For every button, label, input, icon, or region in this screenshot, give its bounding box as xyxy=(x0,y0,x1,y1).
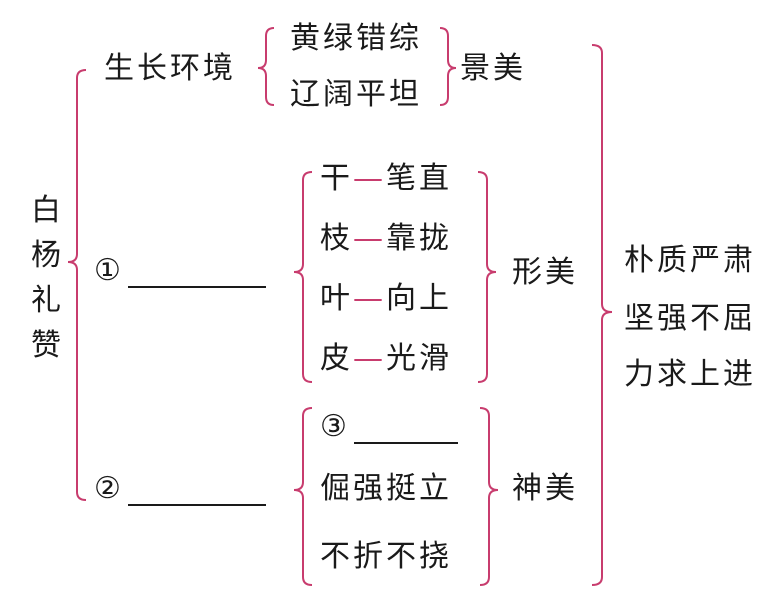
part: 叶 xyxy=(320,281,353,316)
summary-line: 朴质严肃 xyxy=(624,243,756,278)
form-pair: 枝—靠拢 xyxy=(320,222,452,256)
form-pair: 叶—向上 xyxy=(320,282,452,316)
blank-2: ② xyxy=(94,472,266,506)
spirit-item: 倔强挺立 xyxy=(320,471,452,506)
trait: 笔直 xyxy=(386,161,452,196)
title-char: 赞 xyxy=(31,328,61,363)
spirit-beauty: 神美 xyxy=(512,471,578,506)
environment-beauty: 景美 xyxy=(460,51,526,86)
dash: — xyxy=(353,281,386,316)
part: 皮 xyxy=(320,341,353,376)
dash: — xyxy=(353,221,386,256)
answer-blank xyxy=(127,266,266,288)
summary-line: 力求上进 xyxy=(624,357,756,392)
blank-3: ③ xyxy=(320,410,458,444)
trait: 光滑 xyxy=(386,341,452,376)
title-char: 白杨礼赞 xyxy=(26,188,66,368)
blank-1: ① xyxy=(94,254,266,288)
marker-2: ② xyxy=(94,471,124,506)
environment-item: 黄绿错综 xyxy=(290,21,422,56)
left-brace-spirit xyxy=(293,407,313,586)
summary-line: 坚强不屈 xyxy=(624,301,756,336)
answer-blank xyxy=(127,484,266,506)
title-char: 白 xyxy=(31,193,61,228)
title-char: 杨 xyxy=(31,238,61,273)
form-beauty: 形美 xyxy=(512,255,578,290)
form-pair: 干—笔直 xyxy=(320,162,452,196)
title-char: 礼 xyxy=(31,283,61,318)
environment-item: 辽阔平坦 xyxy=(290,77,422,112)
part: 干 xyxy=(320,161,353,196)
dash: — xyxy=(353,161,386,196)
left-brace-main xyxy=(67,69,87,501)
trait: 靠拢 xyxy=(386,221,452,256)
marker-3: ③ xyxy=(320,409,350,444)
right-brace-summary xyxy=(591,44,613,586)
environment-label: 生长环境 xyxy=(104,51,236,86)
right-brace-spirit xyxy=(479,407,499,586)
answer-blank xyxy=(353,422,458,444)
marker-1: ① xyxy=(94,253,124,288)
form-pair: 皮—光滑 xyxy=(320,342,452,376)
right-brace-form xyxy=(477,171,497,383)
part: 枝 xyxy=(320,221,353,256)
dash: — xyxy=(353,341,386,376)
right-brace-environment xyxy=(439,27,457,106)
title-vertical: 白杨礼赞 xyxy=(26,188,66,368)
left-brace-form xyxy=(293,171,313,383)
trait: 向上 xyxy=(386,281,452,316)
spirit-item: 不折不挠 xyxy=(320,539,452,574)
left-brace-environment xyxy=(257,27,275,106)
